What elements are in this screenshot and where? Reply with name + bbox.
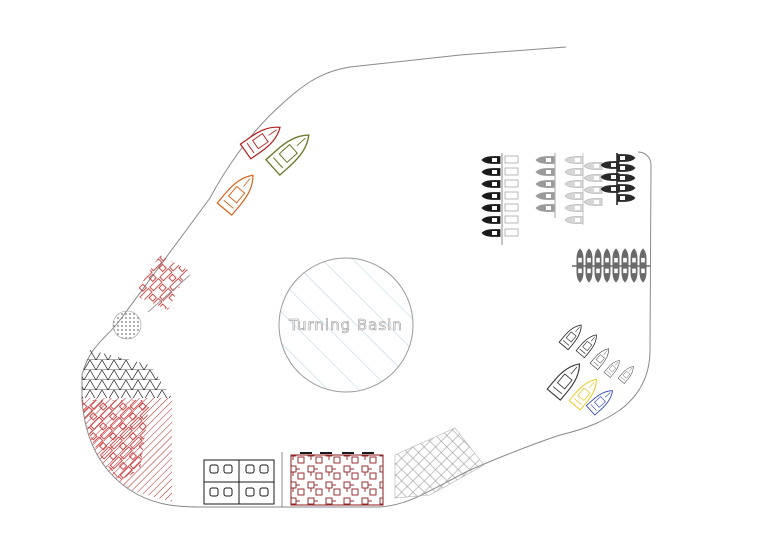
dock-grey-boats bbox=[535, 153, 556, 218]
turning-basin-label: Turning Basin bbox=[288, 316, 403, 334]
parking-area-red bbox=[134, 255, 191, 313]
dock-light-boats bbox=[564, 153, 603, 225]
boat-grey-2 bbox=[603, 357, 623, 378]
plaza-dark-red bbox=[290, 452, 384, 506]
dock-black-boats bbox=[481, 153, 519, 245]
dock-grey-row bbox=[572, 248, 650, 283]
boat-black-2 bbox=[575, 331, 601, 359]
paving-black bbox=[82, 350, 172, 398]
site-boundary bbox=[81, 46, 652, 508]
building-blocks bbox=[203, 459, 275, 505]
grid-area-grey bbox=[394, 427, 485, 499]
dotted-plaza bbox=[112, 310, 142, 340]
boat-orange bbox=[216, 168, 261, 216]
turning-basin: Turning Basin bbox=[278, 257, 414, 393]
paving-red-pattern bbox=[82, 400, 150, 480]
boat-grey-3 bbox=[617, 363, 637, 384]
dock-dark-boats-right bbox=[600, 153, 636, 205]
